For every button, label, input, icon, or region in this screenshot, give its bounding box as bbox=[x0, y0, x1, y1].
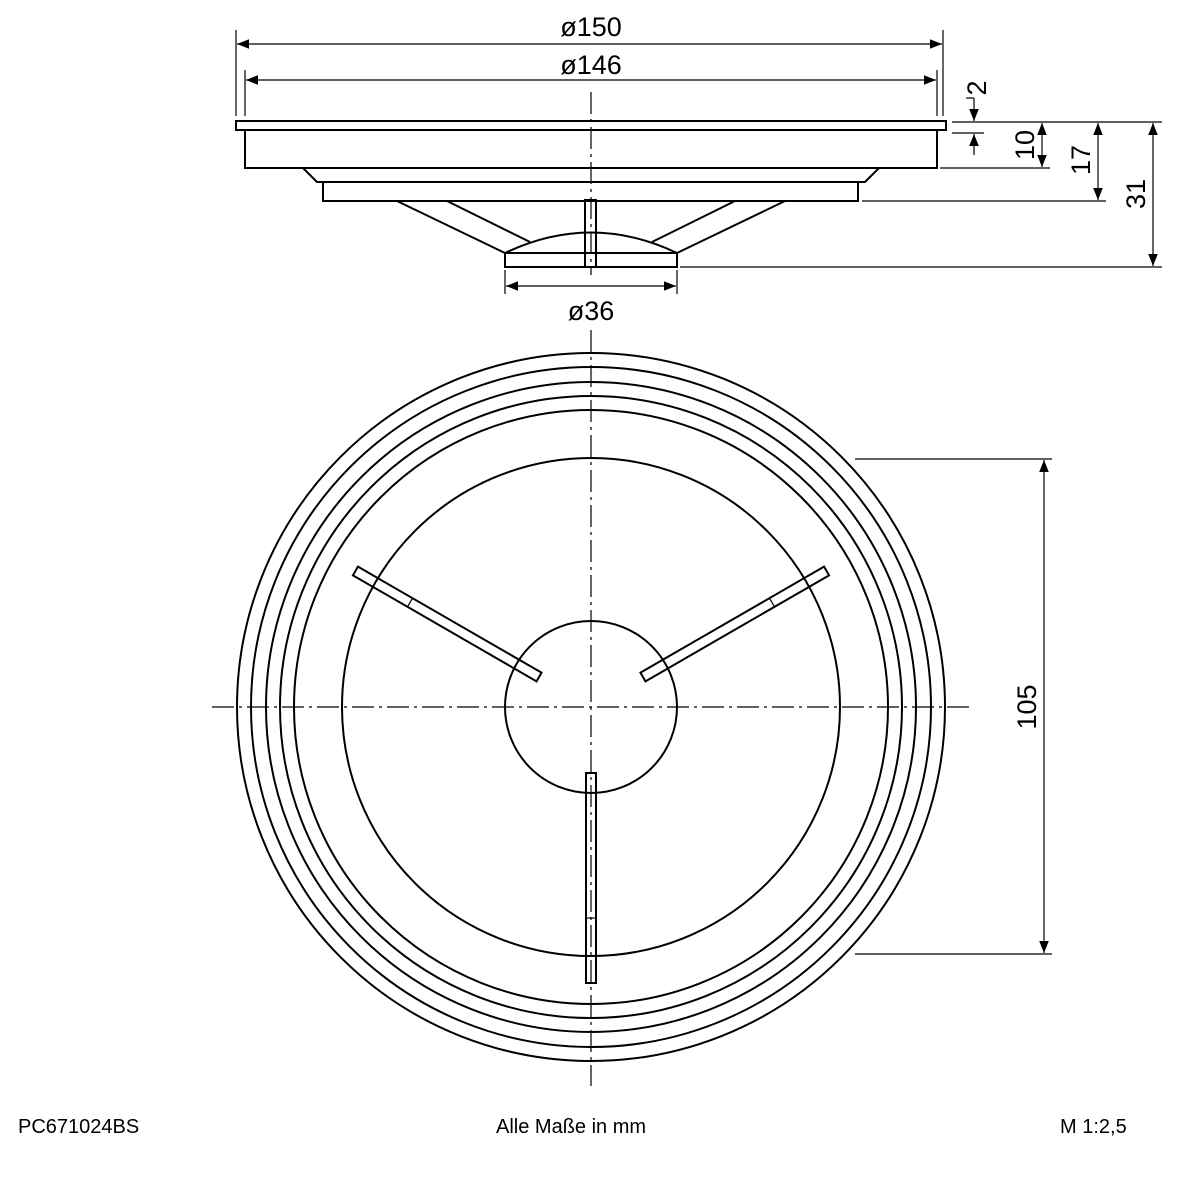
part-number: PC671024BS bbox=[18, 1116, 140, 1138]
top-view: 105 bbox=[212, 330, 1052, 1086]
dim-10: 10 bbox=[1010, 130, 1040, 160]
dim-17: 17 bbox=[1066, 145, 1096, 175]
dim-31: 31 bbox=[1121, 179, 1151, 209]
arm-left-outer bbox=[396, 200, 506, 254]
dim-36: ø36 bbox=[568, 296, 615, 326]
dim-2: 2 bbox=[962, 80, 992, 95]
side-view: ø150 ø146 ø36 2 10 17 31 bbox=[235, 12, 1162, 326]
chamfer-right bbox=[858, 167, 880, 183]
dim-105: 105 bbox=[1012, 684, 1042, 729]
dim-150: ø150 bbox=[560, 12, 622, 42]
arm-right-inner bbox=[651, 200, 736, 243]
dim-146: ø146 bbox=[560, 50, 622, 80]
ring-inner bbox=[341, 457, 841, 957]
chamfer-left bbox=[302, 167, 323, 183]
scale-label: M 1:2,5 bbox=[1060, 1116, 1127, 1138]
spoke-left bbox=[351, 565, 543, 683]
units-note: Alle Maße in mm bbox=[496, 1116, 647, 1138]
spoke-right bbox=[639, 565, 831, 683]
ring-outer bbox=[236, 352, 946, 1062]
arm-right-outer bbox=[676, 200, 786, 254]
arm-left-inner bbox=[446, 200, 531, 243]
ring bbox=[279, 395, 903, 1019]
